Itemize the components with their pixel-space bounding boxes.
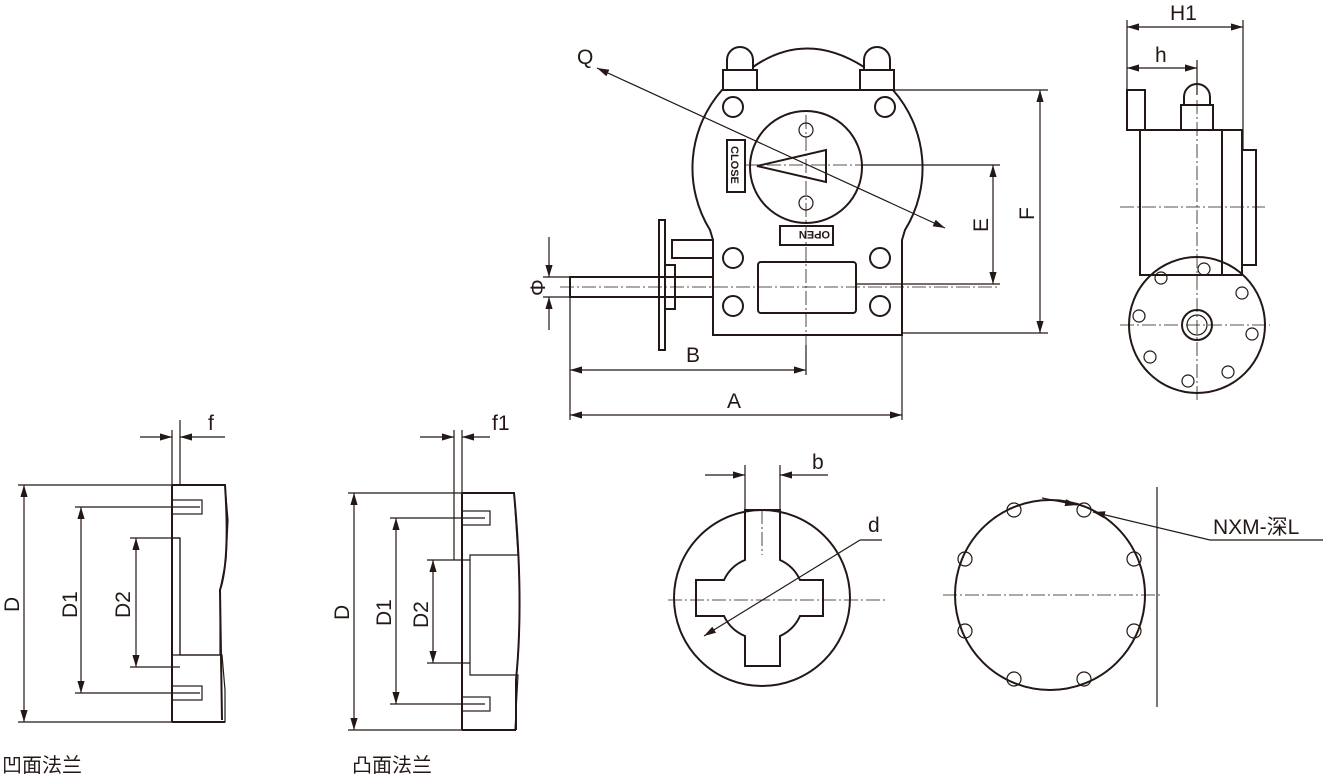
close-label: CLOSE	[728, 146, 740, 184]
label-d1-convex: D1	[373, 599, 396, 626]
label-e: E	[970, 218, 993, 232]
side-housing	[1139, 129, 1223, 276]
nameplate	[757, 261, 857, 314]
label-b-key: b	[812, 451, 824, 474]
label-d-convex: D	[331, 605, 354, 620]
label-nxm: NXM-深L	[1213, 516, 1299, 539]
convex-flange-section: f1 D D1 D2 凸面法兰	[331, 412, 521, 777]
front-view: CLOSE OPEN Q E F Φ B	[527, 46, 1048, 420]
concave-flange-section: f D D1 D2 凹面法兰	[1, 412, 229, 777]
keyway-bore-view: b d	[668, 451, 885, 687]
bolts	[722, 96, 896, 317]
label-d2-concave: D2	[112, 591, 135, 618]
label-h1: H1	[1170, 2, 1197, 25]
open-label: OPEN	[799, 228, 830, 240]
label-b-dim: B	[686, 344, 700, 367]
label-d-concave: D	[1, 597, 24, 612]
label-f: F	[1016, 207, 1039, 220]
pointer-arrow	[756, 148, 827, 184]
label-f-flange: f	[208, 412, 214, 435]
label-q: Q	[577, 46, 593, 69]
cap-nut-left	[722, 46, 758, 91]
label-a: A	[727, 390, 741, 413]
label-f1: f1	[492, 412, 510, 435]
label-d-bore: d	[868, 514, 880, 537]
bolt-circle-view: NXM-深L	[943, 487, 1323, 707]
label-phi: Φ	[527, 279, 550, 296]
label-d2-convex: D2	[410, 601, 433, 628]
label-h: h	[1155, 44, 1167, 67]
caption-convex-flange: 凸面法兰	[352, 753, 432, 777]
side-view: H1 h	[1120, 2, 1270, 400]
label-d1-concave: D1	[59, 591, 82, 618]
caption-concave-flange: 凹面法兰	[2, 753, 82, 777]
cap-nut-right	[859, 46, 895, 91]
